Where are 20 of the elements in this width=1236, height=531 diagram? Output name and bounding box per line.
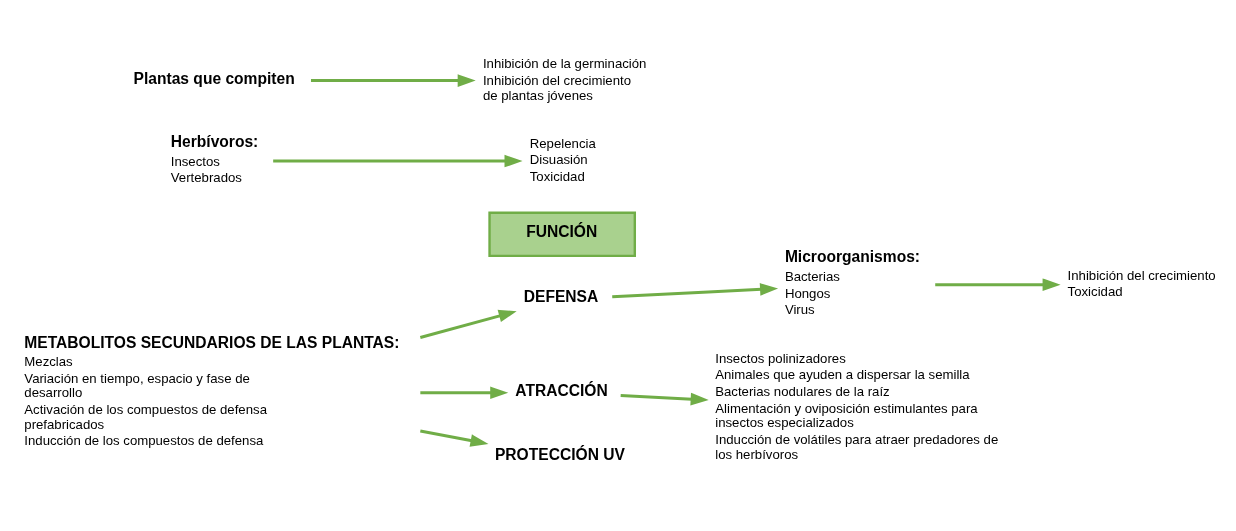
node-box: FUNCIÓN <box>488 211 636 258</box>
node-text: Herbívoros: Insectos Vertebrados <box>170 133 259 186</box>
node-text: Plantas que compiten <box>133 69 295 87</box>
node-text: DEFENSA <box>523 288 599 305</box>
arrow <box>311 74 476 87</box>
node-text: Inhibición del crecimiento Toxicidad <box>1067 267 1216 300</box>
arrow <box>420 429 489 447</box>
arrow <box>935 278 1061 292</box>
node-text: Inhibición de la germinación Inhibición del crecimiento de plantas jóvenes <box>482 56 647 103</box>
node-text: Microorganismos: Bacterias Hongos Virus <box>784 248 921 318</box>
arrow <box>420 386 509 400</box>
node-text: METABOLITOS SECUNDARIOS DE LAS PLANTAS: Mezclas Variación en tiempo, espacio y fase de desarrollo Activación de los compuestos de defensa prefabricados Inducción de los compuestos de defensa <box>24 333 400 449</box>
node-text: ATRACCIÓN <box>515 381 608 399</box>
node-text: PROTECCIÓN UV <box>494 446 625 464</box>
arrow <box>612 283 779 299</box>
arrow <box>419 309 517 339</box>
node-text: Repelencia Disuasión Toxicidad <box>529 135 596 185</box>
arrow <box>273 154 523 168</box>
node-text: Insectos polinizadores Animales que ayuden a dispersar la semilla Bacterias nodulares de la raíz Alimentación y oviposición estimulantes para insectos especializados Inducción de volátiles para atraer predadores de los herbívoros <box>715 350 999 462</box>
arrow <box>620 392 709 406</box>
